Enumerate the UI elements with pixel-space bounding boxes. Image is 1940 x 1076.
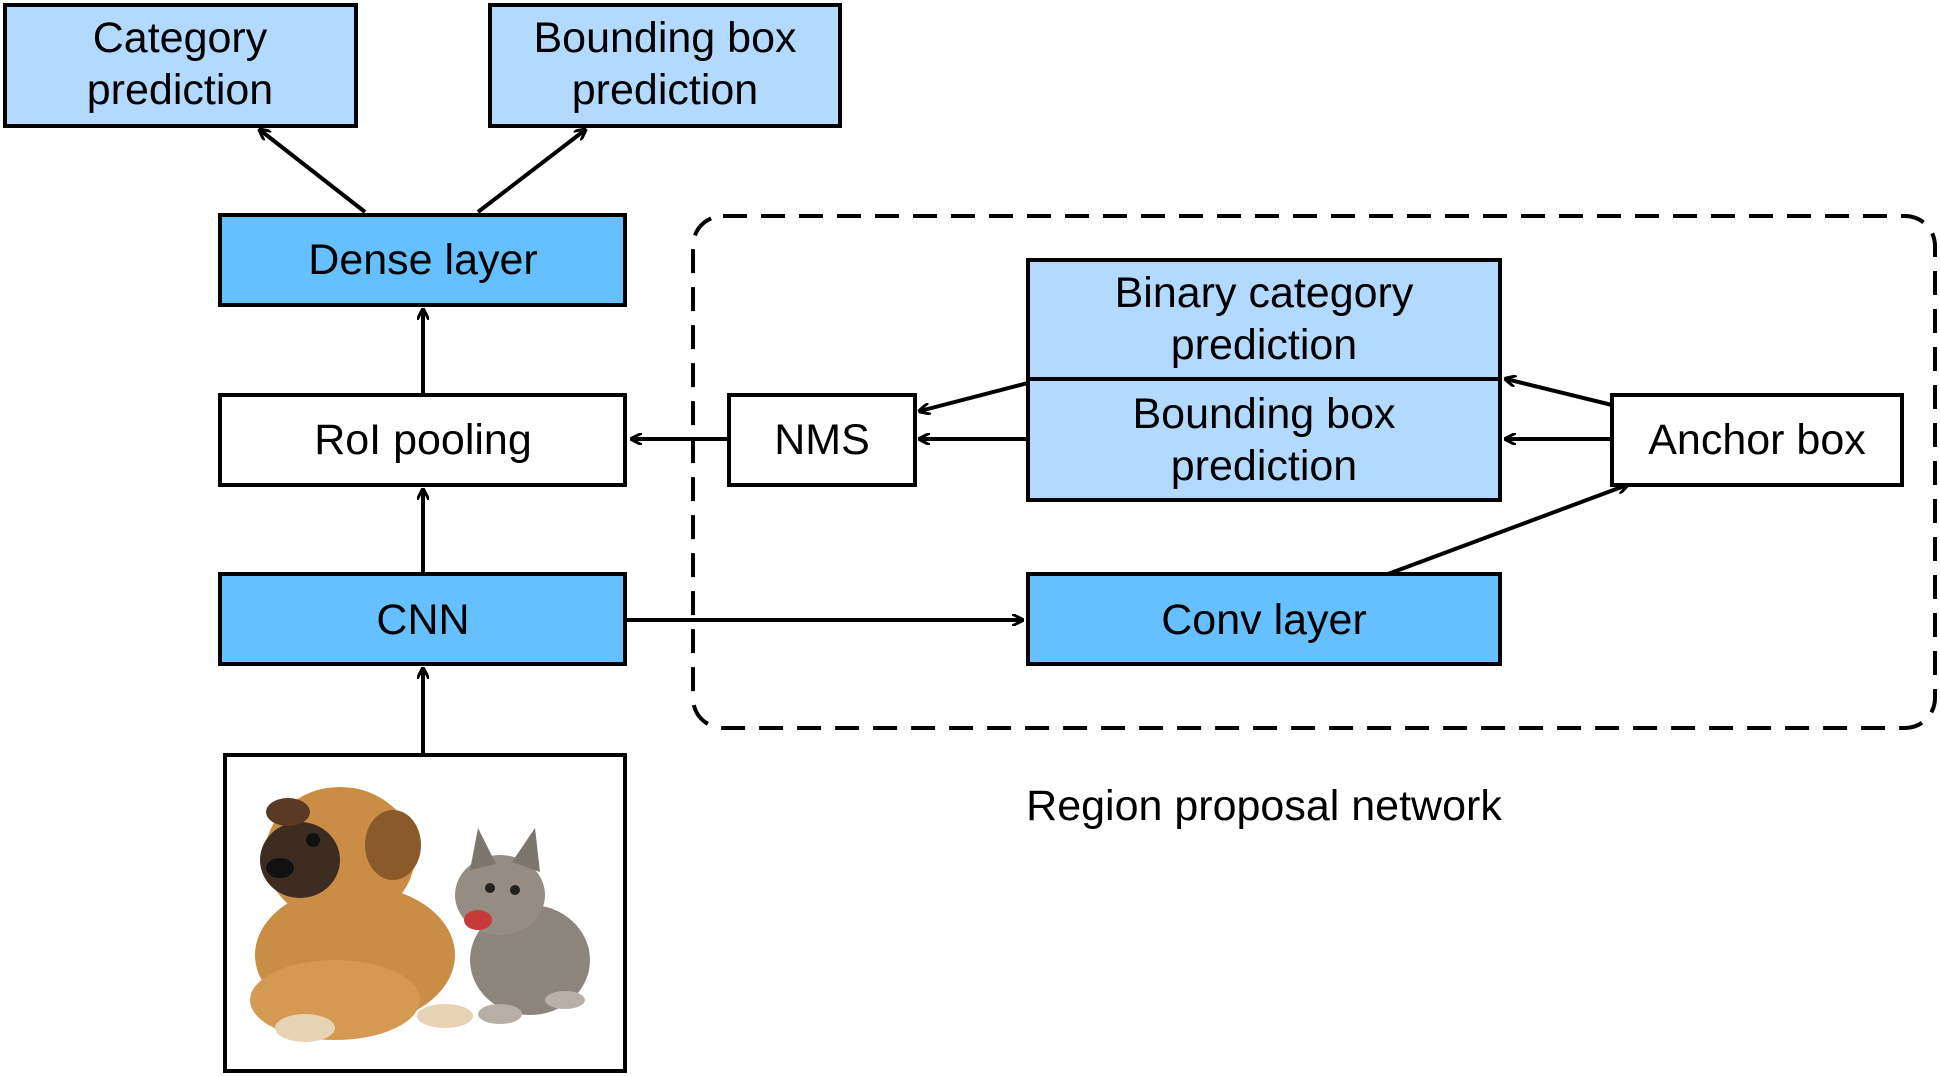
region-proposal-network-caption: Region proposal network: [1026, 782, 1502, 830]
bbox-prediction-top-line2: prediction: [572, 66, 758, 114]
binary-category-prediction-node: Binary category prediction: [1026, 258, 1502, 381]
conv-layer-label: Conv layer: [1161, 596, 1367, 644]
dense-layer-node: Dense layer: [218, 213, 627, 307]
cnn-label: CNN: [376, 596, 469, 644]
anchor-box-node: Anchor box: [1610, 393, 1904, 487]
edge-dense-to-category: [260, 130, 367, 214]
bbox-prediction-top-line1: Bounding box: [534, 14, 797, 62]
binary-category-prediction-line1: Binary category: [1115, 269, 1414, 317]
input-image-node: [223, 753, 627, 1073]
bbox-prediction-rpn-line1: Bounding box: [1133, 390, 1396, 438]
bbox-prediction-rpn-node: Bounding box prediction: [1026, 377, 1502, 502]
puppy-illustration: [250, 787, 473, 1042]
edge-anchor-to-binary: [1506, 379, 1613, 407]
bbox-prediction-rpn-line2: prediction: [1171, 442, 1357, 490]
edge-dense-to-bbox-top: [476, 130, 585, 214]
edge-conv-to-anchor: [1387, 485, 1627, 576]
roi-pooling-node: RoI pooling: [218, 393, 627, 487]
nms-node: NMS: [727, 393, 917, 487]
category-prediction-line1: Category: [93, 14, 268, 62]
edge-binary-to-nms: [920, 381, 1029, 411]
nms-label: NMS: [774, 416, 870, 464]
category-prediction-node: Category prediction: [3, 3, 358, 128]
category-prediction-line2: prediction: [87, 66, 273, 114]
edges: [260, 130, 1627, 753]
roi-pooling-label: RoI pooling: [314, 416, 532, 464]
dense-layer-label: Dense layer: [308, 236, 537, 284]
anchor-box-label: Anchor box: [1648, 416, 1866, 464]
region-proposal-network-container: [691, 214, 1937, 730]
conv-layer-node: Conv layer: [1026, 572, 1502, 666]
bbox-prediction-top-node: Bounding box prediction: [488, 3, 842, 128]
kitten-illustration: [455, 828, 590, 1024]
binary-category-prediction-line2: prediction: [1171, 321, 1357, 369]
cnn-node: CNN: [218, 572, 627, 666]
